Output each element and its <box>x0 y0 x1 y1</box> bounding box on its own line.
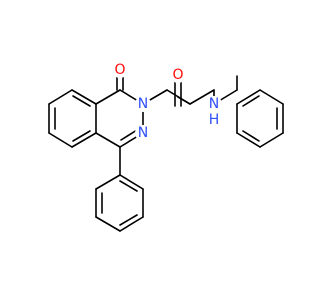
nitrogen-atom-label: N <box>209 96 219 112</box>
bond-double-inner <box>119 180 138 192</box>
nitrogen-atom-label: N <box>138 125 148 141</box>
bond <box>236 132 261 148</box>
atom-bg <box>170 67 186 83</box>
bond-double-inner <box>119 214 138 226</box>
atom-bg <box>112 62 128 78</box>
oxygen-atom-label: O <box>172 67 183 83</box>
bond-double-inner <box>72 95 91 107</box>
bond <box>119 216 144 232</box>
bond <box>236 89 261 105</box>
bond <box>95 89 121 105</box>
bond <box>95 216 121 232</box>
bond-double-inner <box>120 129 138 141</box>
atom-bg <box>135 125 151 141</box>
hydrogen-atom-label: H <box>209 112 220 128</box>
bond <box>95 174 121 190</box>
bond <box>48 132 73 148</box>
bond-double-inner <box>72 130 91 142</box>
bond <box>177 96 191 105</box>
atom-bg <box>206 96 222 112</box>
bond <box>259 132 284 148</box>
atom-bg <box>207 113 221 127</box>
bond <box>95 132 121 148</box>
bond <box>48 89 73 105</box>
bond <box>119 174 144 190</box>
atom-bg <box>135 96 151 112</box>
atom-labels: O N N O N H <box>112 62 222 141</box>
bond <box>259 89 284 105</box>
bonds <box>48 75 284 232</box>
bond <box>189 89 215 105</box>
bond <box>71 89 97 105</box>
chemical-structure-diagram: O N N O N H <box>48 62 284 232</box>
oxygen-atom-label: O <box>114 62 125 78</box>
bond-double-inner <box>242 95 260 107</box>
nitrogen-atom-label: N <box>138 96 148 112</box>
bond-double-inner <box>242 130 260 142</box>
bond <box>71 132 97 148</box>
